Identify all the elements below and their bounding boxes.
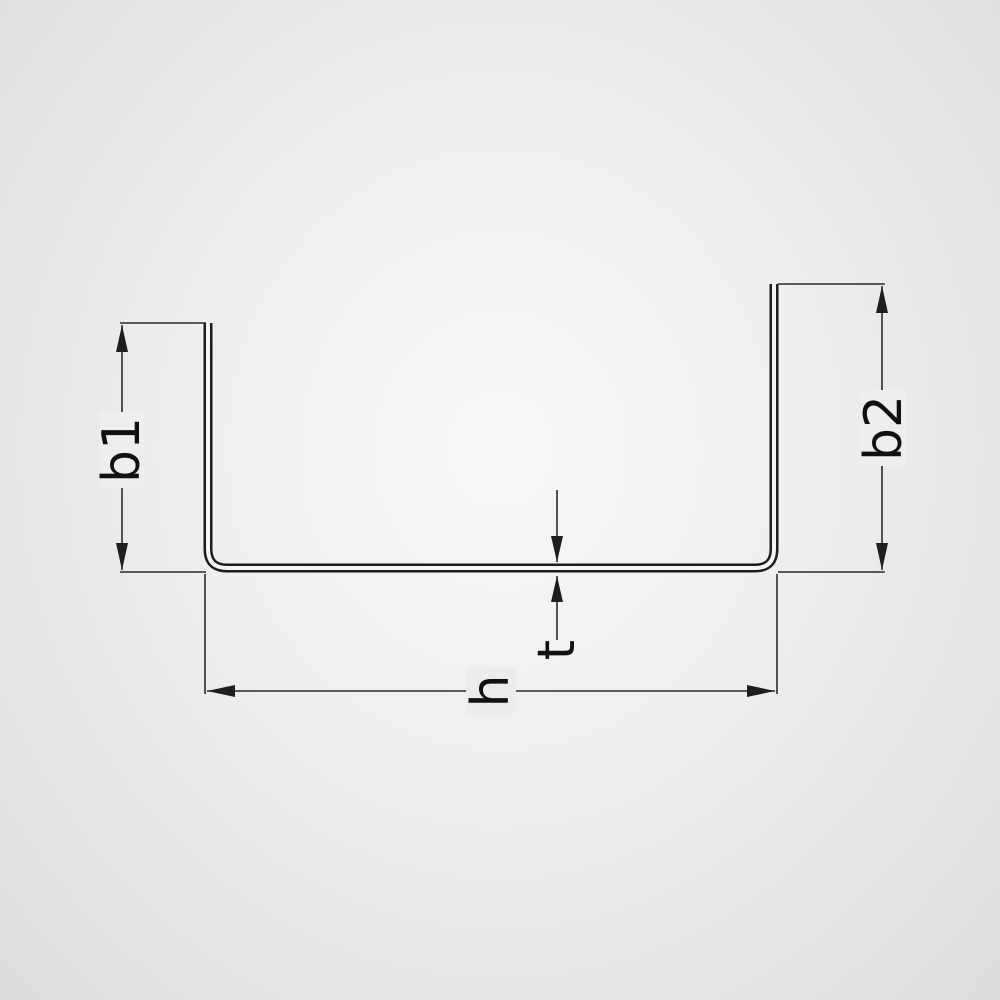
t-label: t: [527, 640, 587, 660]
dimension-t: t: [527, 490, 587, 660]
h-arrow-right: [747, 685, 775, 697]
b2-arrow-bottom: [876, 543, 888, 570]
b2-label: b2: [854, 395, 914, 461]
b1-arrow-top: [116, 325, 128, 352]
dimension-h: h: [204, 574, 778, 714]
b1-arrow-bottom: [116, 543, 128, 570]
t-arrow-top: [551, 536, 563, 562]
dimension-b1: b1: [92, 322, 206, 573]
h-arrow-left: [207, 685, 235, 697]
dimension-b2: b2: [778, 283, 914, 573]
u-channel-profile: [203, 284, 779, 573]
h-label: h: [461, 675, 521, 708]
b2-arrow-top: [876, 286, 888, 313]
t-arrow-bottom: [551, 576, 563, 602]
b1-label: b1: [92, 417, 152, 483]
